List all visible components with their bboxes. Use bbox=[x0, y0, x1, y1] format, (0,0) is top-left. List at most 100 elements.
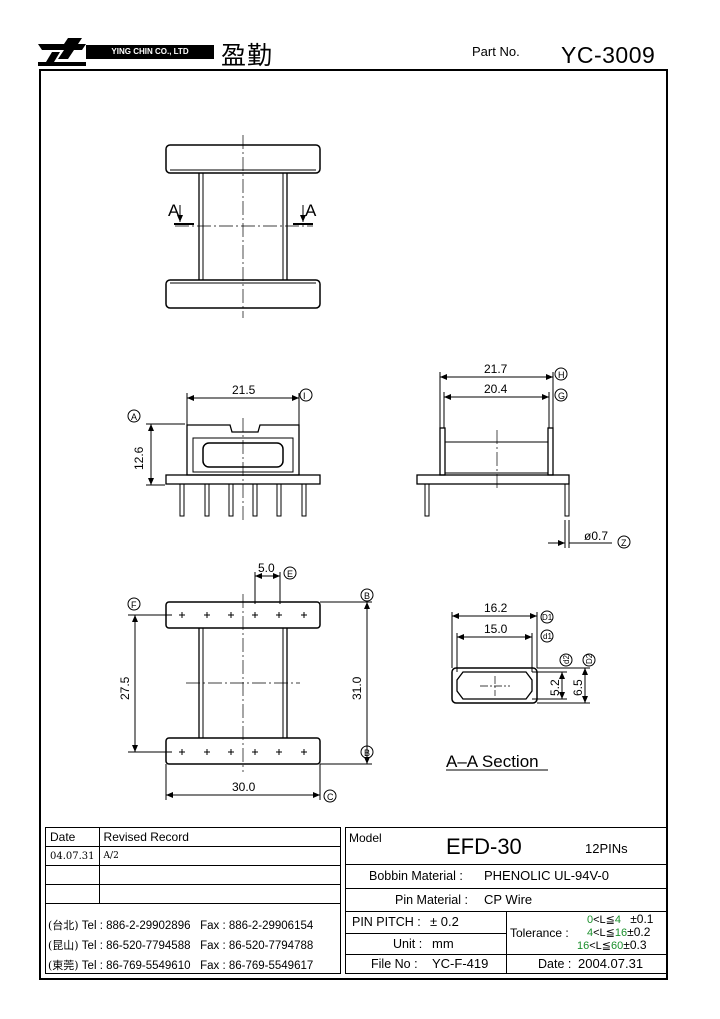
dim-section-h-inner: 5.2 bbox=[548, 679, 562, 696]
pitch-row: PIN PITCH : ± 0.2 bbox=[346, 912, 506, 934]
company-name-en: YING CHIN CO., LTD bbox=[86, 45, 214, 59]
tolerance-label: Tolerance : bbox=[510, 926, 569, 940]
pin-pitch-label: PIN PITCH : bbox=[352, 915, 421, 929]
dim-top-width: 21.5 bbox=[232, 383, 256, 397]
revision-header: Date Revised Record bbox=[45, 827, 342, 847]
top-view bbox=[146, 393, 321, 520]
contacts-box bbox=[45, 904, 341, 974]
ref-length: B bbox=[364, 591, 370, 601]
ref-side-inner: G bbox=[558, 391, 565, 401]
tolerance-cell: Tolerance : 0<L≦4 ±0.1 4<L≦16±0.2 16<L≦6… bbox=[507, 912, 667, 955]
contact-fax: Fax : 886-2-29906154 bbox=[200, 920, 314, 932]
company-name-cn: 盈勤 bbox=[221, 41, 274, 70]
revision-table: Date Revised Record 04.07.31 A/2 bbox=[45, 827, 342, 904]
revision-col-record: Revised Record bbox=[98, 827, 342, 847]
ref-top-width: I bbox=[303, 391, 306, 401]
contact-tel: Tel : 86-520-7794588 bbox=[81, 940, 191, 952]
contact-tag: (東莞) bbox=[48, 959, 79, 972]
spec-model-row: Model EFD-30 12PINs bbox=[346, 828, 667, 865]
bobbin-material-label: Bobbin Material : bbox=[369, 869, 463, 883]
pin-marks bbox=[179, 612, 307, 755]
file-row: File No : YC-F-419 bbox=[346, 955, 506, 974]
ref-top-height: A bbox=[131, 412, 137, 422]
spec-pin-material-row: Pin Material : CP Wire bbox=[346, 889, 667, 912]
date-label: Date : bbox=[538, 957, 572, 971]
ref-length-end: B bbox=[364, 748, 370, 758]
tolerance-row: 0<L≦4 ±0.1 bbox=[587, 912, 654, 926]
part-number-label: Part No. bbox=[472, 44, 520, 59]
plan-view bbox=[128, 572, 372, 800]
pin-pitch-value: ± 0.2 bbox=[430, 914, 459, 929]
company-logo bbox=[38, 38, 88, 73]
table-row: 04.07.31 A/2 bbox=[45, 846, 342, 866]
date-cell: Date : 2004.07.31 bbox=[507, 955, 667, 974]
section-marker-right: A bbox=[305, 201, 317, 220]
revision-date bbox=[45, 884, 100, 904]
dim-length: 31.0 bbox=[350, 676, 364, 700]
spec-bobbin-row: Bobbin Material : PHENOLIC UL-94V-0 bbox=[346, 865, 667, 889]
dim-side-outer: 21.7 bbox=[484, 362, 508, 376]
ref-pin-diameter: Z bbox=[621, 538, 627, 548]
front-view bbox=[165, 135, 321, 318]
contact-tag: (台北) bbox=[48, 919, 79, 932]
revision-record bbox=[98, 884, 342, 904]
part-number-value: YC-3009 bbox=[561, 42, 656, 68]
revision-col-date: Date bbox=[45, 827, 100, 847]
section-view bbox=[446, 612, 590, 771]
revision-record bbox=[98, 865, 342, 885]
contact-tel: Tel : 886-2-29902896 bbox=[81, 920, 191, 932]
dim-pin-pitch: 5.0 bbox=[258, 561, 275, 575]
side-view bbox=[416, 372, 612, 548]
model-label: Model bbox=[349, 831, 382, 845]
dim-section-h-outer: 6.5 bbox=[571, 679, 585, 696]
pin-material-value: CP Wire bbox=[484, 892, 533, 907]
contact-fax: Fax : 86-520-7794788 bbox=[200, 940, 314, 952]
table-row bbox=[45, 884, 342, 904]
section-title: A–A Section bbox=[446, 752, 539, 771]
dim-top-height: 12.6 bbox=[132, 446, 146, 470]
tolerance-list: 0<L≦4 ±0.1 4<L≦16±0.2 16<L≦60±0.3 bbox=[577, 913, 653, 952]
unit-label: Unit : bbox=[393, 937, 423, 951]
ref-width: C bbox=[327, 792, 334, 802]
revision-date bbox=[45, 865, 100, 885]
ref-section-outer: D1 bbox=[542, 613, 553, 622]
dim-pin-span: 27.5 bbox=[118, 676, 132, 700]
section-marker-left: A bbox=[168, 201, 180, 220]
tolerance-row: 16<L≦60±0.3 bbox=[577, 938, 647, 952]
bobbin-material-value: PHENOLIC UL-94V-0 bbox=[484, 868, 609, 883]
tolerance-row: 4<L≦16±0.2 bbox=[587, 925, 651, 939]
ref-section-inner: d1 bbox=[543, 632, 552, 641]
date-value: 2004.07.31 bbox=[578, 956, 644, 971]
dim-width: 30.0 bbox=[232, 780, 256, 794]
contact-fax: Fax : 86-769-5549617 bbox=[200, 960, 314, 972]
unit-value: mm bbox=[432, 936, 454, 951]
model-value: EFD-30 bbox=[446, 834, 522, 859]
table-row bbox=[45, 865, 342, 885]
dim-section-outer: 16.2 bbox=[484, 601, 508, 615]
contact-kunshan: (昆山) Tel : 86-520-7794588 Fax : 86-520-7… bbox=[48, 937, 313, 953]
spec-left-col: PIN PITCH : ± 0.2 Unit : mm File No : YC… bbox=[346, 912, 507, 974]
revision-record: A/2 bbox=[98, 846, 342, 866]
dim-side-inner: 20.4 bbox=[484, 382, 508, 396]
dim-pin-diameter: ø0.7 bbox=[584, 529, 608, 543]
contact-dongguan: (東莞) Tel : 86-769-5549610 Fax : 86-769-5… bbox=[48, 957, 313, 973]
logo-mark-icon bbox=[38, 38, 86, 66]
file-number-label: File No : bbox=[371, 957, 418, 971]
ref-section-h-outer: D2 bbox=[585, 653, 594, 664]
contact-taipei: (台北) Tel : 886-2-29902896 Fax : 886-2-29… bbox=[48, 917, 313, 933]
contact-tel: Tel : 86-769-5549610 bbox=[81, 960, 191, 972]
unit-row: Unit : mm bbox=[346, 934, 506, 955]
spec-block: Model EFD-30 12PINs Bobbin Material : PH… bbox=[345, 827, 668, 974]
ref-section-h-inner: d2 bbox=[562, 655, 571, 664]
ref-pin-pitch: E bbox=[287, 569, 293, 579]
ref-side-outer: H bbox=[558, 370, 565, 380]
file-number-value: YC-F-419 bbox=[432, 956, 489, 971]
pin-material-label: Pin Material : bbox=[395, 893, 468, 907]
dim-section-inner: 15.0 bbox=[484, 622, 508, 636]
pin-count: 12PINs bbox=[585, 841, 628, 856]
revision-date: 04.07.31 bbox=[45, 846, 100, 866]
ref-pin-span: F bbox=[131, 600, 137, 610]
contact-tag: (昆山) bbox=[48, 939, 79, 952]
drawing-frame bbox=[39, 69, 668, 980]
